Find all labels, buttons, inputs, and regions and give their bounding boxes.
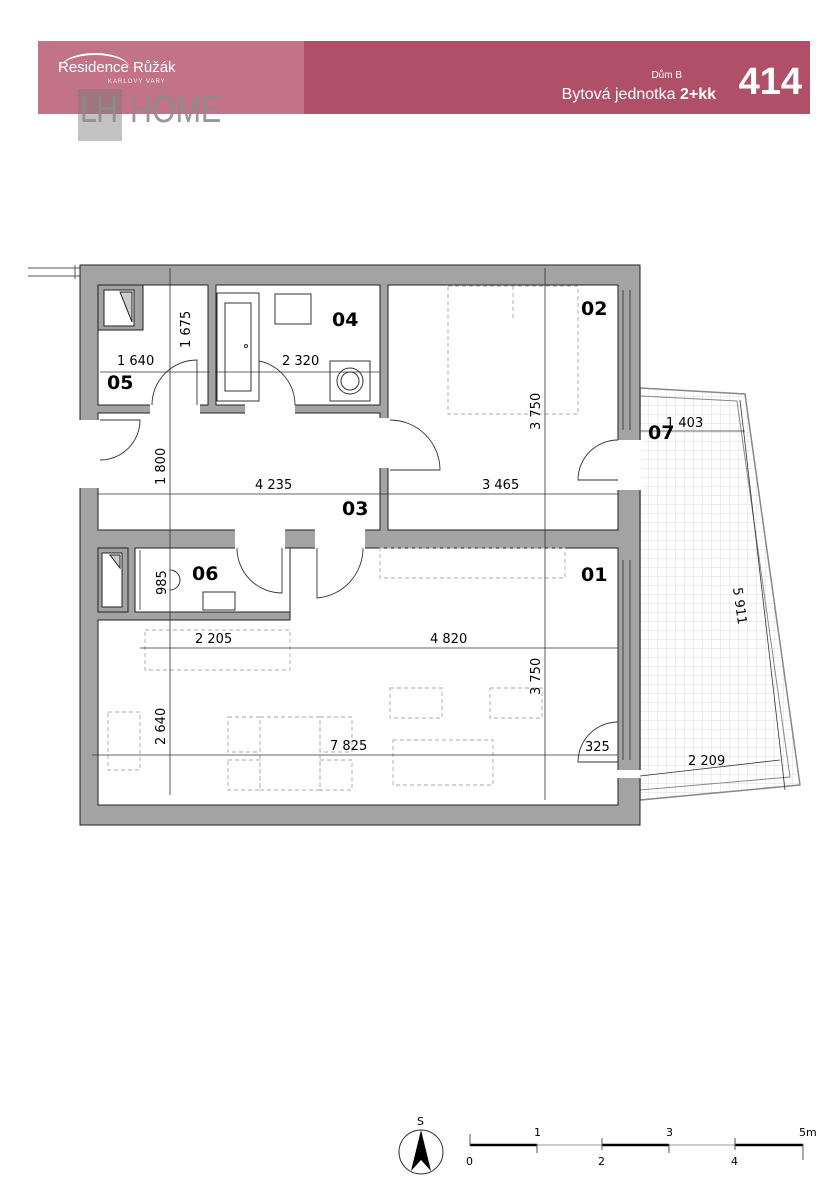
- dim-7825: 7 825: [330, 739, 367, 754]
- header-banner: Residence Růžák KARLOVY VARY LH HOME Dům…: [38, 41, 810, 141]
- dim-4820: 4 820: [430, 632, 467, 647]
- dim-5911: 5 911: [729, 586, 749, 625]
- unit-label: Bytová jednotka 2+kk: [562, 87, 716, 103]
- unit-number: 414: [738, 61, 802, 103]
- door-openings: [78, 403, 642, 778]
- dim-3750-lower: 3 750: [529, 658, 544, 695]
- room-03: [97, 412, 381, 531]
- logo-home: HOME: [130, 89, 222, 131]
- bathroom-fixtures: [169, 292, 371, 611]
- scale-label-1: 1: [534, 1126, 541, 1139]
- scale-label-2: 2: [598, 1155, 605, 1168]
- dimension-lines: [92, 268, 786, 800]
- unit-type: 2+kk: [679, 86, 716, 103]
- dim-4235: 4 235: [255, 478, 292, 493]
- logo-arc: [60, 53, 130, 85]
- scale-label-0: 0: [466, 1155, 473, 1168]
- scale-label-3: 3: [666, 1126, 673, 1139]
- dim-2205: 2 205: [195, 632, 232, 647]
- room-label-03: 03: [342, 498, 368, 520]
- scale-label-4: 4: [731, 1155, 738, 1168]
- balcony-07: [639, 387, 801, 801]
- dim-2209: 2 209: [688, 754, 725, 769]
- windows: [622, 290, 631, 760]
- logo-lh: LH: [80, 89, 118, 131]
- dim-2320: 2 320: [282, 354, 319, 369]
- furniture-outlines: [107, 285, 579, 791]
- room-label-05: 05: [107, 372, 133, 394]
- storage-niches: [97, 284, 144, 613]
- dim-325: 325: [585, 740, 610, 755]
- dim-3750-upper: 3 750: [529, 393, 544, 430]
- dim-3465: 3 465: [482, 478, 519, 493]
- scale-bar: 1 3 5m 0 2 4: [466, 1126, 817, 1168]
- entrance-rail: [28, 265, 80, 279]
- room-label-04: 04: [332, 309, 358, 331]
- logo-subtitle: KARLOVY VARY: [108, 79, 166, 85]
- dim-1640: 1 640: [117, 354, 154, 369]
- compass: S: [398, 1115, 444, 1175]
- unit-text: Bytová jednotka: [561, 86, 676, 103]
- logo-name: Residence Růžák: [58, 59, 176, 76]
- room-01: [97, 547, 619, 806]
- room-label-06: 06: [192, 563, 218, 585]
- scale-label-5m: 5m: [799, 1126, 817, 1139]
- room-02: [387, 284, 619, 531]
- logo-lh-box: [78, 89, 122, 141]
- compass-label: S: [417, 1115, 424, 1128]
- room-label-07: 07: [648, 422, 674, 444]
- room-label-02: 02: [581, 298, 607, 320]
- dim-1403: 1 403: [666, 416, 703, 431]
- logo-panel: Residence Růžák KARLOVY VARY LH HOME: [38, 41, 304, 141]
- dim-985: 985: [155, 570, 170, 595]
- building-label: Dům B: [651, 70, 682, 81]
- dim-1800: 1 800: [154, 448, 169, 485]
- dim-2640: 2 640: [154, 708, 169, 745]
- dim-1675: 1 675: [179, 311, 194, 348]
- room-label-01: 01: [581, 564, 607, 586]
